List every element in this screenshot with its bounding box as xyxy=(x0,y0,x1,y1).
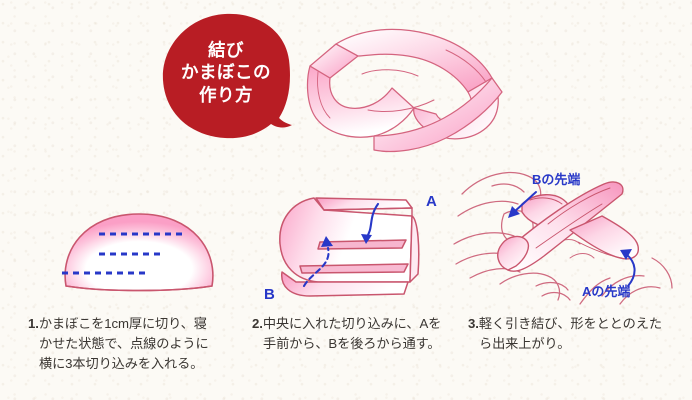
step3-line-2: ら出来上がり。 xyxy=(479,336,571,352)
label-a: A xyxy=(426,193,437,210)
b-tip-arrow-head xyxy=(508,206,520,218)
title-badge: 結び かまぼこの 作り方 xyxy=(161,12,303,142)
step3-line-1: 軽く引き結び、形をととのえた xyxy=(478,316,662,331)
badge-bubble-shape xyxy=(162,13,292,139)
step1-caption: 1.かまぼこを1cm厚に切り、寝 かせた状態で、点線のように 横に3本切り込みを… xyxy=(28,314,234,374)
step3-number: 3. xyxy=(468,316,479,331)
step2-arrows xyxy=(302,202,380,288)
center-slit xyxy=(317,239,407,250)
arrow-b-path xyxy=(302,246,330,288)
arrow-a-head xyxy=(361,234,372,244)
step2-line-1: 中央に入れた切り込みに、Aを xyxy=(262,316,442,331)
step2-caption: 2.中央に入れた切り込みに、Aを 手前から、Bを後ろから通す。 xyxy=(252,314,452,354)
step1-line-1: かまぼこを1cm厚に切り、寝 xyxy=(38,316,207,331)
a-tip-arrow-line xyxy=(625,253,636,287)
hero-finished-kamaboko-illustration xyxy=(306,28,503,153)
kamaboko-base-edge xyxy=(65,285,213,292)
strand-b xyxy=(281,271,409,297)
lower-slit xyxy=(299,263,409,274)
step1-line-2: かせた状態で、点線のように xyxy=(39,336,209,352)
step1-number: 1. xyxy=(28,316,39,331)
annotation-a-tip: Aの先端 xyxy=(582,249,636,299)
b-tip-arrow-line xyxy=(513,191,537,213)
label-a-tip: Aの先端 xyxy=(582,284,630,299)
step3-illustration: Bの先端 Aの先端 xyxy=(453,172,673,305)
annotation-b-tip: Bの先端 xyxy=(508,172,580,218)
step2-illustration: A B xyxy=(264,193,437,303)
dotted-cut-lines xyxy=(62,232,186,275)
a-tip-piece xyxy=(569,215,639,260)
step1-line-3: 横に3本切り込みを入れる。 xyxy=(39,356,204,372)
step2-number: 2. xyxy=(252,316,263,331)
arrow-b-head xyxy=(321,236,333,247)
label-b-tip: Bの先端 xyxy=(532,172,580,187)
step1-illustration xyxy=(62,213,214,292)
step3-caption: 3.軽く引き結び、形をととのえた ら出来上がり。 xyxy=(468,314,668,354)
kamaboko-knot xyxy=(497,181,639,272)
a-tip-arrow-head xyxy=(620,249,632,260)
kamaboko-slice-body xyxy=(64,213,214,292)
label-b: B xyxy=(264,286,275,303)
step2-line-2: 手前から、Bを後ろから通す。 xyxy=(263,336,441,352)
